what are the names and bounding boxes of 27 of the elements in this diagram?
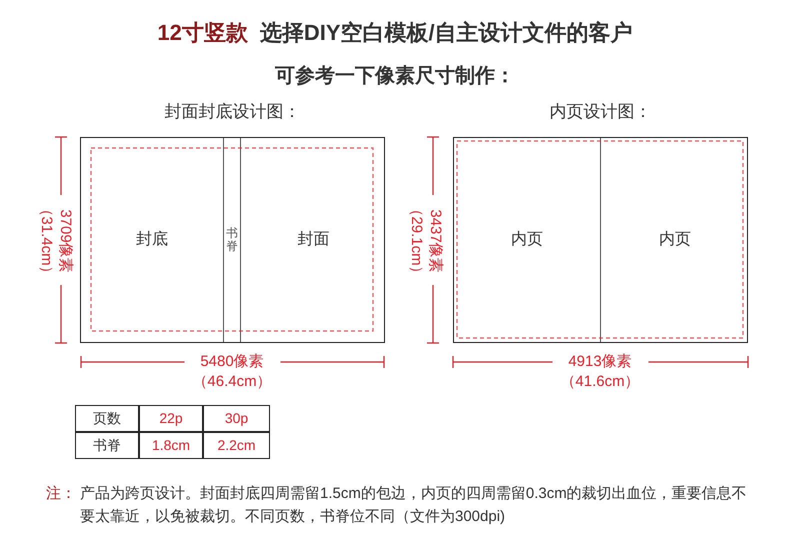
table-header-cell: 页数: [75, 405, 139, 432]
dimension-label: 4913像素: [567, 353, 633, 371]
area-label: 内页: [511, 230, 543, 250]
panel-heading: 内页设计图：: [548, 101, 652, 123]
area-label: 书脊: [226, 226, 238, 254]
area-label: 封面: [298, 230, 330, 250]
table-cell: 22p: [139, 405, 203, 432]
note-text: 产品为跨页设计。封面封底四周需留1.5cm的包边，内页的四周需留0.3cm的裁切出血位，重要信息不要太靠近，以免被裁切。不同页数，书脊位不同（文件为300dpi): [80, 484, 748, 527]
title: 选择DIY空白模板/自主设计文件的客户: [260, 19, 633, 47]
dimension-label: （46.4cm）: [191, 373, 273, 391]
spine-area: [223, 138, 241, 342]
dimension-label: 5480像素: [199, 353, 265, 371]
title-highlight: 12寸竖款: [157, 19, 248, 47]
subtitle: 可参考一下像素尺寸制作：: [274, 64, 516, 89]
table-cell: 1.8cm: [139, 432, 203, 459]
panel-heading: 封面封底设计图：: [164, 101, 302, 123]
table-cell: 2.2cm: [203, 432, 270, 459]
area-label: 内页: [659, 230, 691, 250]
dimension-label: （29.1cm）: [407, 201, 426, 281]
area-label: 封底: [136, 230, 168, 250]
note-marker: 注：: [46, 484, 76, 504]
dimension-label: （31.4cm）: [37, 201, 56, 281]
table-header-cell: 书脊: [75, 432, 139, 459]
dimension-label: 3709像素: [56, 209, 75, 273]
dimension-label: （41.6cm）: [559, 373, 641, 391]
table-cell: 30p: [203, 405, 270, 432]
dimension-label: 3437像素: [426, 209, 445, 273]
